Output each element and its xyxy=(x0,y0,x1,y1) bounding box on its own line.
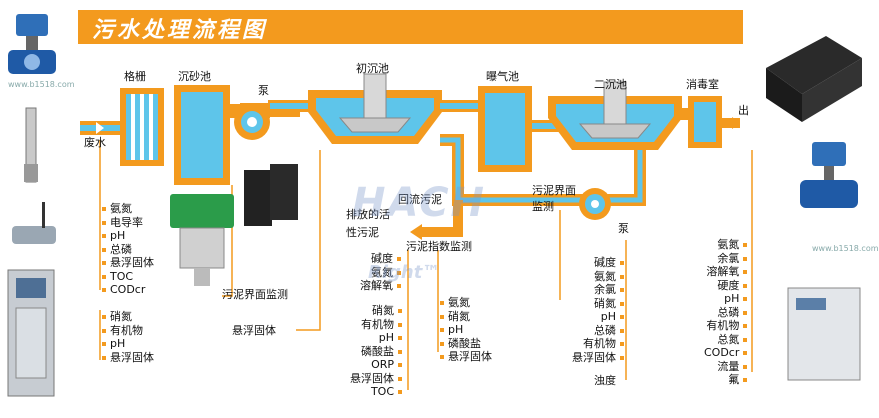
measurement-item: TOC xyxy=(102,270,154,284)
measurement-item: 磷酸盐 xyxy=(440,337,492,351)
measurement-item: pH xyxy=(704,292,748,306)
measurement-item: pH xyxy=(440,323,492,337)
measurement-item: 有机物 xyxy=(102,324,154,338)
label-disinfect: 消毒室 xyxy=(686,78,719,91)
label-primary: 初沉池 xyxy=(356,62,389,75)
measurement-item: 电导率 xyxy=(102,216,154,230)
measurement-item: 硝氮 xyxy=(350,304,402,318)
measurement-item: 碱度 xyxy=(360,252,401,266)
measurement-item: 有机物 xyxy=(572,337,624,351)
measurement-item: 磷酸盐 xyxy=(350,345,402,359)
measurement-item: 氨氮 xyxy=(360,266,401,280)
probe-image xyxy=(24,107,38,183)
measurement-item: 总磷 xyxy=(704,306,748,320)
flowmeter-image-right xyxy=(800,142,858,208)
label-pump2: 泵 xyxy=(618,222,629,235)
measurement-item: pH xyxy=(102,337,154,351)
drive-image xyxy=(244,164,298,226)
measurement-item: 流量 xyxy=(704,360,748,374)
label-interface-right-1: 污泥界面 xyxy=(532,184,576,197)
measurement-item: pH xyxy=(572,310,624,324)
label-inflow: 废水 xyxy=(84,136,106,149)
measurement-item: 悬浮固体 xyxy=(102,256,154,270)
sensor-image xyxy=(12,202,56,244)
measurement-item: 氨氮 xyxy=(440,296,492,310)
measurement-item: 悬浮固体 xyxy=(102,351,154,365)
cabinet-image-left xyxy=(7,269,55,397)
label-aeration: 曝气池 xyxy=(486,70,519,83)
flowmeter-image-left xyxy=(8,14,56,74)
measurement-item: 有机物 xyxy=(350,318,402,332)
measurement-item: pH xyxy=(350,331,402,345)
measurement-item: 碱度 xyxy=(572,256,624,270)
measurement-item: 悬浮固体 xyxy=(440,350,492,364)
measurement-item: CODcr xyxy=(102,283,154,297)
measurement-item: CODcr xyxy=(704,346,748,360)
website-mark-right: www.b1518.com xyxy=(812,244,879,253)
label-sludge-index: 污泥指数监测 xyxy=(406,240,472,253)
measurement-item: 有机物 xyxy=(704,319,748,333)
measurement-item: pH xyxy=(102,229,154,243)
analyzer-image-right xyxy=(787,287,861,381)
label-discharge-1: 排放的活 xyxy=(346,208,390,221)
title-bar xyxy=(78,10,743,44)
controller-image xyxy=(170,194,234,286)
measurement-item: 悬浮固体 xyxy=(350,372,402,386)
measurement-item: 溶解氧 xyxy=(360,279,401,293)
label-discharge-2: 性污泥 xyxy=(346,226,379,239)
list-primary-top: 碱度氨氮溶解氧 xyxy=(360,252,401,293)
measurement-item: 氨氮 xyxy=(102,202,154,216)
measurement-item: 氨氮 xyxy=(572,270,624,284)
measurement-item: 硝氮 xyxy=(440,310,492,324)
measurement-item: 氨氮 xyxy=(704,238,748,252)
measurement-item: 硝氮 xyxy=(572,297,624,311)
measurement-item: 悬浮固体 xyxy=(572,351,624,365)
watermark-sub: Right™ xyxy=(368,262,441,283)
measurement-item: 硝氮 xyxy=(102,310,154,324)
measurement-item: 总磷 xyxy=(102,243,154,257)
measurement-item: 总氮 xyxy=(704,333,748,347)
watermark-logo: HACH xyxy=(352,180,487,226)
measurement-item: 溶解氧 xyxy=(704,265,748,279)
label-outflow: 出 xyxy=(738,104,749,117)
label-suspended-left: 悬浮固体 xyxy=(232,324,276,337)
label-turbidity: 浊度 xyxy=(594,374,616,387)
measurement-item: 余氯 xyxy=(572,283,624,297)
label-interface-right-2: 监测 xyxy=(532,200,554,213)
label-secondary: 二沉池 xyxy=(594,78,627,91)
label-grille: 格栅 xyxy=(124,70,146,83)
label-pump1: 泵 xyxy=(258,84,269,97)
measurement-item: ORP xyxy=(350,358,402,372)
label-interface-left: 污泥界面监测 xyxy=(222,288,288,301)
website-mark-left: www.b1518.com xyxy=(8,80,75,89)
plc-image xyxy=(766,36,862,122)
label-return-sludge: 回流污泥 xyxy=(398,193,442,206)
measurement-item: TOC xyxy=(350,385,402,399)
page-title: 污水处理流程图 xyxy=(92,18,268,43)
measurement-item: 余氯 xyxy=(704,252,748,266)
measurement-item: 氟 xyxy=(704,373,748,387)
label-sand: 沉砂池 xyxy=(178,70,211,83)
measurement-item: 总磷 xyxy=(572,324,624,338)
measurement-item: 硬度 xyxy=(704,279,748,293)
